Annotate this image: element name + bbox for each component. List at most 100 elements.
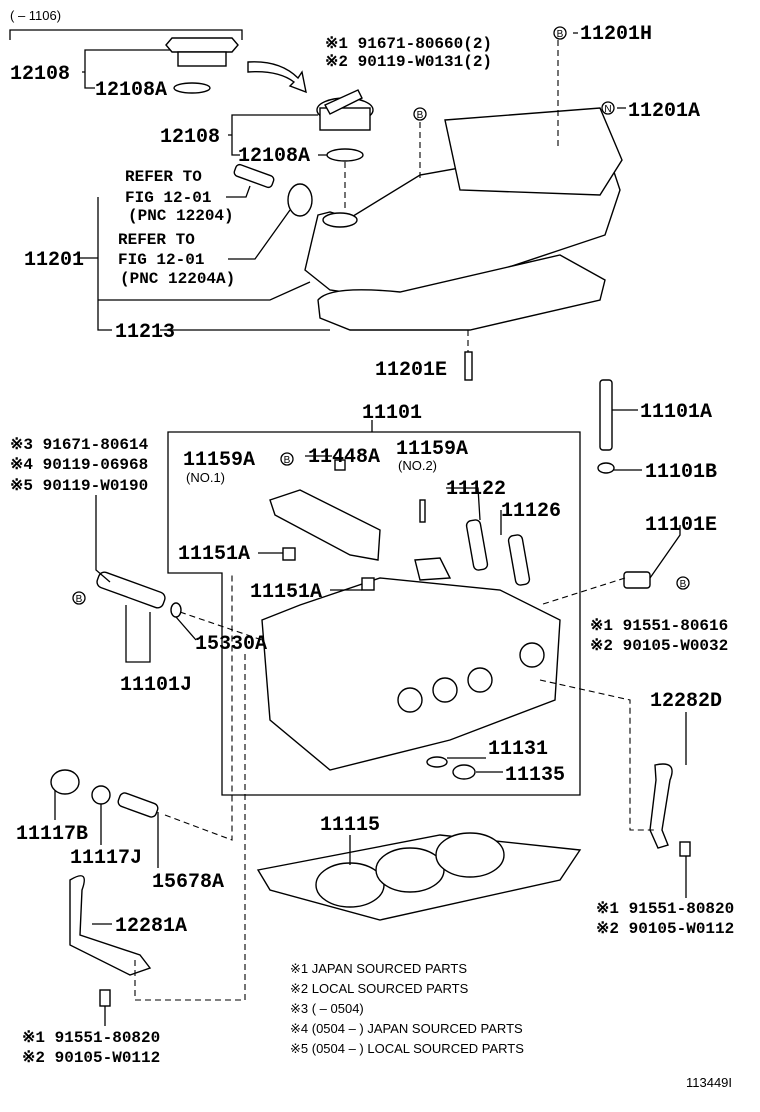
leader (573, 32, 626, 109)
part-number-label: 11101B (645, 461, 717, 484)
stud-bolt (464, 351, 473, 381)
cylinder-head-group-box (167, 431, 581, 796)
dash-line (419, 40, 559, 365)
legend-item: ※1 JAPAN SOURCED PARTS (290, 961, 467, 976)
marker-n: N (601, 101, 615, 115)
part-number-label: 11101 (362, 402, 422, 425)
marker-b-cover: B (413, 107, 427, 121)
svg-text:B: B (680, 579, 687, 590)
sourced-part-note: ※1 91551-80820 (22, 1029, 160, 1047)
dash-line (539, 679, 655, 831)
svg-text:B: B (557, 29, 564, 40)
part-number-label: 11448A (308, 446, 380, 469)
stud (419, 499, 426, 523)
part-number-label: 11126 (501, 500, 561, 523)
bracket-12282D (649, 763, 673, 849)
refer-note: REFER TO (118, 231, 195, 249)
plug (50, 769, 80, 795)
washer (597, 462, 615, 474)
part-number-label: 11101E (645, 514, 717, 537)
leader (80, 197, 330, 331)
part-number-label: 11117J (70, 847, 142, 870)
refer-note: (PNC 12204) (128, 207, 234, 225)
svg-text:B: B (76, 594, 83, 605)
part-number-label: 15678A (152, 871, 224, 894)
leader (258, 455, 502, 591)
sourced-part-note: ※1 91671-80660(2) (325, 35, 492, 53)
sourced-part-note: ※2 90105-W0112 (22, 1049, 160, 1067)
grommet (287, 183, 313, 217)
leader (226, 185, 291, 260)
dash-line (164, 575, 246, 1000)
sourced-part-note: ※1 91551-80820 (596, 900, 734, 918)
part-number-label: 11101A (640, 401, 712, 424)
part-number-label: 11159A (396, 438, 468, 461)
oil-filler-cap (316, 89, 374, 162)
svg-text:B: B (417, 110, 424, 121)
sourced-part-note: ※1 91551-80616 (590, 617, 728, 635)
legend-item: ※2 LOCAL SOURCED PARTS (290, 981, 469, 996)
sourced-part-note: ※2 90119-W0131(2) (325, 53, 492, 71)
part-number-label: 12108A (95, 79, 167, 102)
camshaft-bearing-cap-no2 (414, 557, 452, 581)
part-number-label: 11159A (183, 449, 255, 472)
part-number-label: 12108 (10, 63, 70, 86)
sourced-part-note: ※2 90105-W0032 (590, 637, 728, 655)
position-note: (NO.1) (186, 470, 225, 485)
range-note: ( – 1106) (10, 8, 61, 23)
part-number-label: 11201H (580, 23, 652, 46)
part-number-label: 11122 (446, 478, 506, 501)
part-number-label: 11201A (628, 100, 700, 123)
legend-item: ※5 (0504 – ) LOCAL SOURCED PARTS (290, 1041, 524, 1056)
oil-filler-cap-old (165, 37, 239, 94)
bracket-12281A (69, 875, 152, 976)
pin (282, 547, 296, 561)
part-number-label: 12282D (650, 690, 722, 713)
range-bracket (9, 29, 243, 40)
part-number-label: 11135 (505, 764, 565, 787)
part-number-label: 11131 (488, 738, 548, 761)
leader (649, 525, 681, 579)
leader (95, 495, 197, 663)
bolt (679, 841, 691, 857)
o-ring (170, 602, 182, 618)
dash-line (179, 611, 263, 641)
head-bolt (599, 379, 613, 451)
bolt (99, 989, 111, 1007)
dash-line (539, 577, 626, 606)
gasket-ring (91, 785, 111, 805)
part-number-label: 12108 (160, 126, 220, 149)
refer-note: FIG 12-01 (118, 251, 204, 269)
valve-guide-exhaust (507, 534, 531, 586)
part-number-label: 11201 (24, 249, 84, 272)
svg-text:B: B (284, 455, 291, 466)
part-number-label: 12281A (115, 915, 187, 938)
legend-item: ※4 (0504 – ) JAPAN SOURCED PARTS (290, 1021, 523, 1036)
part-number-label: 11151A (178, 543, 250, 566)
leader (447, 757, 503, 773)
leader (82, 49, 170, 89)
union-bolt (117, 792, 159, 818)
refer-note: REFER TO (125, 168, 202, 186)
part-number-label: 11101J (120, 674, 192, 697)
cylinder-head (261, 577, 561, 771)
leader (228, 114, 327, 156)
marker-b-cap: B (280, 452, 294, 466)
figure-id: 113449I (686, 1075, 732, 1090)
part-number-label: 11115 (320, 814, 380, 837)
refer-note: FIG 12-01 (125, 189, 211, 207)
seal (452, 764, 476, 780)
part-number-label: 11117B (16, 823, 88, 846)
part-number-label: 15330A (195, 633, 267, 656)
sourced-part-note: ※4 90119-06968 (10, 456, 148, 474)
marker-b-top: B (553, 26, 567, 40)
marker-b-ocv: B (72, 591, 86, 605)
cylinder-head-cover (304, 107, 623, 331)
pin (334, 459, 346, 471)
pcv-valve (233, 163, 275, 189)
camshaft-bearing-cap (269, 489, 381, 561)
part-number-label: 11201E (375, 359, 447, 382)
leader (92, 923, 112, 1026)
